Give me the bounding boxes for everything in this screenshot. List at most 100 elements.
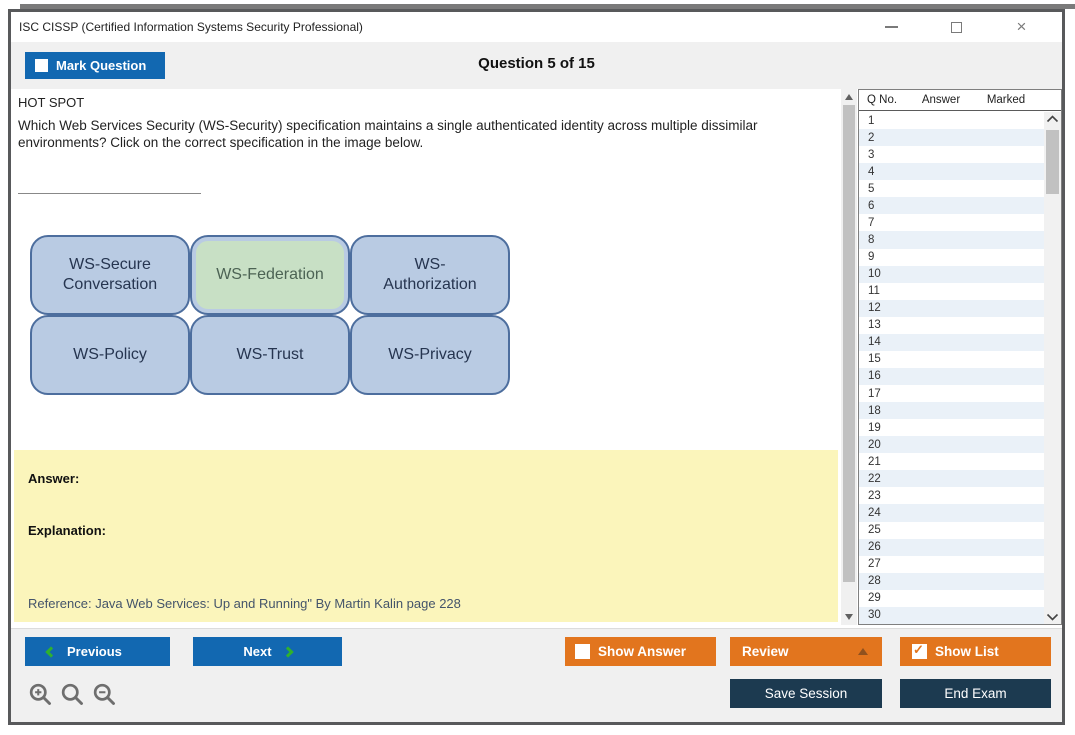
question-list-row-12[interactable]: 12 (859, 299, 1044, 317)
question-list-row-20[interactable]: 20 (859, 436, 1044, 454)
question-panel: HOT SPOT Which Web Services Security (WS… (11, 89, 841, 628)
diagram-option-ws-federation[interactable]: WS-Federation (190, 235, 350, 315)
question-number: 11 (868, 285, 880, 298)
minimize-button[interactable] (859, 12, 924, 42)
end-exam-button[interactable]: End Exam (900, 679, 1051, 708)
question-number: 13 (868, 319, 881, 332)
question-list-row-17[interactable]: 17 (859, 385, 1044, 402)
question-list-row-24[interactable]: 24 (859, 504, 1044, 522)
show-answer-button[interactable]: Show Answer (565, 637, 716, 666)
next-button[interactable]: Next (193, 637, 342, 666)
maximize-button[interactable] (924, 12, 989, 42)
question-list-row-14[interactable]: 14 (859, 333, 1044, 351)
question-number: 22 (868, 472, 881, 485)
question-list-row-13[interactable]: 13 (859, 317, 1044, 334)
question-list-row-19[interactable]: 19 (859, 419, 1044, 436)
question-number: 27 (868, 558, 881, 571)
diagram-option-label: WS-Trust (236, 346, 304, 363)
question-list-row-27[interactable]: 27 (859, 556, 1044, 573)
question-list-row-6[interactable]: 6 (859, 197, 1044, 215)
question-number: 28 (868, 575, 881, 588)
diagram-option-ws-privacy[interactable]: WS-Privacy (350, 315, 510, 395)
question-list-row-22[interactable]: 22 (859, 470, 1044, 488)
mark-question-button[interactable]: Mark Question (25, 52, 165, 79)
scroll-up-icon[interactable] (845, 94, 853, 100)
show-answer-label: Show Answer (598, 644, 687, 659)
question-list-row-16[interactable]: 16 (859, 367, 1044, 385)
question-list-row-3[interactable]: 3 (859, 146, 1044, 163)
close-button[interactable]: × (1016, 17, 1027, 36)
question-list-row-5[interactable]: 5 (859, 180, 1044, 197)
content-scrollbar-thumb[interactable] (843, 105, 855, 582)
question-list-header: Q No. Answer Marked (859, 90, 1061, 111)
zoom-out-icon[interactable] (91, 681, 118, 708)
answer-label: Answer: (28, 471, 80, 486)
list-scroll-up-icon[interactable] (1046, 115, 1059, 123)
show-list-checkbox[interactable]: ✓ (912, 642, 927, 659)
hotspot-diagram: WS-Secure Conversation WS-Federation WS- A… (30, 235, 513, 398)
question-list-row-10[interactable]: 10 (859, 265, 1044, 283)
question-list-row-25[interactable]: 25 (859, 522, 1044, 539)
end-exam-label: End Exam (944, 686, 1007, 701)
zoom-in-icon[interactable] (27, 681, 54, 708)
explanation-label: Explanation: (28, 523, 107, 538)
question-number: 18 (868, 404, 881, 417)
zoom-reset-icon[interactable] (59, 681, 86, 708)
question-list-row-29[interactable]: 29 (859, 590, 1044, 607)
question-number: 26 (868, 541, 881, 554)
question-list-row-21[interactable]: 21 (859, 453, 1044, 470)
question-list-scrollbar-thumb[interactable] (1046, 130, 1059, 194)
background-window-edge (20, 4, 1075, 9)
diagram-option-ws-trust[interactable]: WS-Trust (190, 315, 350, 395)
content-scrollbar[interactable] (841, 89, 857, 625)
check-icon: ✓ (913, 642, 924, 657)
question-list-row-18[interactable]: 18 (859, 402, 1044, 420)
triangle-up-icon (858, 648, 868, 655)
question-list-row-7[interactable]: 7 (859, 214, 1044, 231)
scroll-down-icon[interactable] (845, 614, 853, 620)
mark-question-checkbox[interactable] (35, 59, 48, 72)
previous-button[interactable]: Previous (25, 637, 170, 666)
list-scroll-down-icon[interactable] (1046, 613, 1059, 621)
question-list-row-1[interactable]: 1 (859, 112, 1044, 129)
question-number: 20 (868, 438, 881, 451)
question-list-row-4[interactable]: 4 (859, 163, 1044, 181)
diagram-option-label: WS-Privacy (388, 346, 472, 363)
title-bar: ISC CISSP (Certified Information Systems… (11, 12, 1062, 42)
question-list-row-15[interactable]: 15 (859, 351, 1044, 368)
question-list-row-26[interactable]: 26 (859, 538, 1044, 556)
question-number: 12 (868, 302, 881, 315)
question-list-row-8[interactable]: 8 (859, 231, 1044, 249)
exam-window: ISC CISSP (Certified Information Systems… (8, 9, 1065, 725)
question-number: 3 (868, 148, 875, 161)
question-list-row-2[interactable]: 2 (859, 129, 1044, 147)
minimize-icon (885, 26, 898, 28)
question-list-row-30[interactable]: 30 (859, 606, 1044, 624)
diagram-option-label: WS- Authorization (383, 256, 477, 293)
review-button[interactable]: Review (730, 637, 882, 666)
show-answer-checkbox[interactable] (575, 644, 590, 659)
previous-label: Previous (67, 644, 122, 659)
mark-question-label: Mark Question (56, 58, 147, 73)
diagram-option-ws-authorization[interactable]: WS- Authorization (350, 235, 510, 315)
diagram-option-label: WS-Federation (216, 266, 324, 283)
question-list-scrollbar[interactable] (1044, 112, 1061, 624)
question-counter: Question 5 of 15 (478, 55, 595, 72)
question-type-label: HOT SPOT (18, 95, 85, 110)
question-number: 23 (868, 489, 881, 502)
question-list-row-9[interactable]: 9 (859, 249, 1044, 266)
diagram-option-ws-secure-conversation[interactable]: WS-Secure Conversation (30, 235, 190, 315)
question-number: 8 (868, 233, 875, 246)
show-list-label: Show List (935, 644, 999, 659)
footer-toolbar: Previous Next Show Answer Review ✓ Show … (11, 628, 1062, 722)
question-list-row-23[interactable]: 23 (859, 487, 1044, 504)
diagram-option-ws-policy[interactable]: WS-Policy (30, 315, 190, 395)
save-session-button[interactable]: Save Session (730, 679, 882, 708)
reference-text: Reference: Java Web Services: Up and Run… (28, 596, 461, 611)
show-list-button[interactable]: ✓ Show List (900, 637, 1051, 666)
question-list-row-28[interactable]: 28 (859, 572, 1044, 590)
question-list-row-11[interactable]: 11 (859, 283, 1044, 300)
question-number: 15 (868, 353, 881, 366)
review-label: Review (742, 644, 789, 659)
